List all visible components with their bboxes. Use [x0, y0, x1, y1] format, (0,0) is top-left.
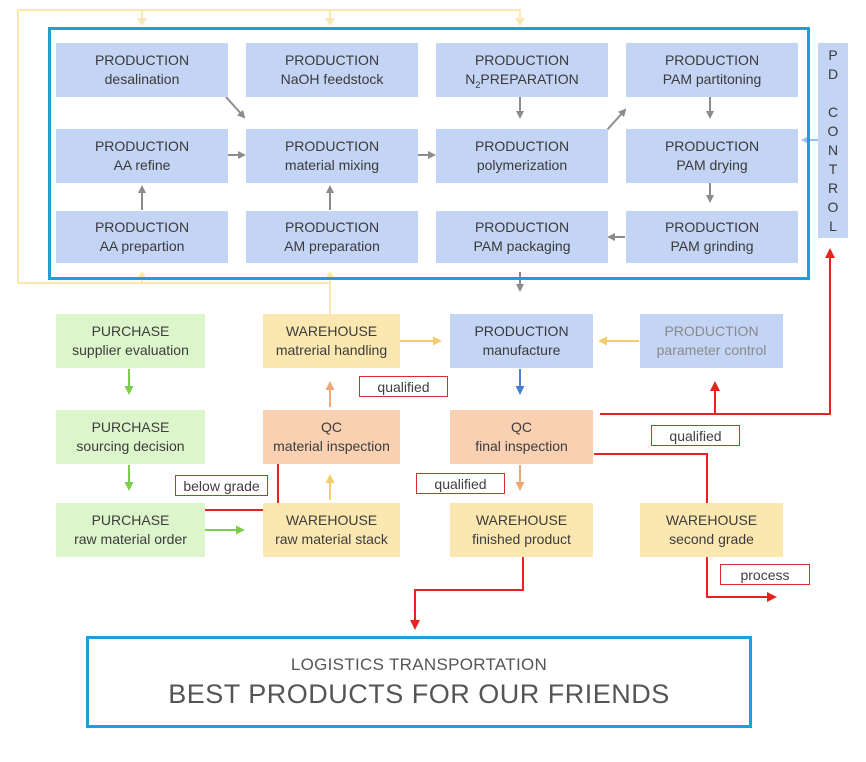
purchase-sourcing-decision[interactable]: PURCHASE sourcing decision	[56, 410, 205, 464]
production-polymerization[interactable]: PRODUCTION polymerization	[436, 129, 608, 183]
box-label: sourcing decision	[76, 438, 185, 454]
box-label: NaOH feedstock	[280, 71, 384, 87]
box-title: PRODUCTION	[474, 323, 569, 339]
box-title: PRODUCTION	[474, 52, 570, 68]
box-label: parameter control	[656, 342, 767, 358]
pd-letter: D	[827, 65, 839, 82]
box-title: PURCHASE	[91, 323, 170, 339]
box-title: PRODUCTION	[94, 219, 190, 235]
finished-to-logistics	[410, 556, 524, 630]
production-am-preparation[interactable]: PRODUCTION AM preparation	[246, 211, 418, 263]
box-label: polymerization	[476, 157, 568, 173]
production-frame	[48, 27, 810, 280]
box-title: WAREHOUSE	[285, 512, 378, 528]
production-naoh-feedstock[interactable]: PRODUCTION NaOH feedstock	[246, 43, 418, 97]
box-title: PRODUCTION	[284, 219, 380, 235]
qc-material-inspection[interactable]: QC material inspection	[263, 410, 400, 464]
pd-letter: C	[827, 103, 839, 120]
warehouse-finished-product[interactable]: WAREHOUSE finished product	[450, 503, 593, 557]
box-label: material mixing	[284, 157, 380, 173]
pd-control[interactable]: P D C O N T R O L	[818, 43, 848, 238]
box-label: desalination	[104, 71, 180, 87]
production-pam-grinding[interactable]: PRODUCTION PAM grinding	[626, 211, 798, 263]
box-title: QC	[511, 419, 532, 435]
pd-letter: R	[827, 179, 839, 196]
pd-letter	[831, 84, 835, 103]
pd-letter: P	[828, 46, 838, 63]
box-label: supplier evaluation	[72, 342, 189, 358]
purchase-supplier-evaluation[interactable]: PURCHASE supplier evaluation	[56, 314, 205, 368]
box-label: N2PREPARATION	[465, 71, 579, 90]
box-title: WAREHOUSE	[285, 323, 378, 339]
tag-process: process	[720, 564, 810, 585]
tag-below-grade: below grade	[175, 475, 268, 496]
box-label: raw material stack	[275, 531, 388, 547]
box-label: AA refine	[113, 157, 171, 173]
production-manufacture[interactable]: PRODUCTION manufacture	[450, 314, 593, 368]
logistics-title: BEST PRODUCTS FOR OUR FRIENDS	[168, 678, 670, 709]
box-label: raw material order	[74, 531, 187, 547]
logistics-box: LOGISTICS TRANSPORTATION BEST PRODUCTS F…	[86, 636, 752, 728]
production-desalination[interactable]: PRODUCTION desalination	[56, 43, 228, 97]
box-label: PAM packaging	[473, 238, 571, 254]
box-label: matrerial handling	[275, 342, 388, 358]
box-label: manufacture	[482, 342, 561, 358]
pd-letter: N	[827, 141, 839, 158]
tag-qualified-pd: qualified	[651, 425, 740, 446]
box-title: PURCHASE	[91, 419, 170, 435]
box-title: WAREHOUSE	[665, 512, 758, 528]
box-label: finished product	[472, 531, 571, 547]
box-label: PAM grinding	[670, 238, 754, 254]
pd-letter: T	[828, 160, 838, 177]
purchase-raw-material-order[interactable]: PURCHASE raw material order	[56, 503, 205, 557]
box-title: PRODUCTION	[94, 138, 190, 154]
feed-bottom-line	[18, 282, 331, 314]
tag-qualified-material: qualified	[359, 376, 448, 397]
purchase-arrows	[124, 369, 245, 535]
box-title: PRODUCTION	[664, 219, 760, 235]
box-title: PRODUCTION	[664, 323, 759, 339]
box-label: PAM partitoning	[662, 71, 762, 87]
box-title: PRODUCTION	[474, 138, 570, 154]
pd-letter: L	[829, 217, 837, 234]
box-label: final inspection	[475, 438, 568, 454]
final-to-pd-control	[600, 248, 835, 415]
box-title: PURCHASE	[91, 512, 170, 528]
qc-arrows	[325, 381, 525, 491]
warehouse-material-handling[interactable]: WAREHOUSE matrerial handling	[263, 314, 400, 368]
grid-arrows	[138, 96, 714, 292]
production-pam-drying[interactable]: PRODUCTION PAM drying	[626, 129, 798, 183]
production-pam-partitioning[interactable]: PRODUCTION PAM partitoning	[626, 43, 798, 97]
tag-qualified-final: qualified	[416, 473, 505, 494]
box-title: PRODUCTION	[284, 138, 380, 154]
logistics-subtitle: LOGISTICS TRANSPORTATION	[290, 654, 548, 674]
box-title: PRODUCTION	[664, 52, 760, 68]
production-aa-preparation[interactable]: PRODUCTION AA prepartion	[56, 211, 228, 263]
box-title: WAREHOUSE	[475, 512, 568, 528]
box-title: PRODUCTION	[664, 138, 760, 154]
warehouse-second-grade[interactable]: WAREHOUSE second grade	[640, 503, 783, 557]
production-aa-refine[interactable]: PRODUCTION AA refine	[56, 129, 228, 183]
production-material-mixing[interactable]: PRODUCTION material mixing	[246, 129, 418, 183]
box-title: QC	[321, 419, 342, 435]
box-label: material inspection	[273, 438, 390, 454]
feed-top-line	[17, 9, 521, 283]
production-pam-packaging[interactable]: PRODUCTION PAM packaging	[436, 211, 608, 263]
warehouse-arrows	[325, 336, 639, 500]
box-title: PRODUCTION	[284, 52, 380, 68]
box-label: PAM drying	[676, 157, 748, 173]
box-label: AM preparation	[284, 238, 380, 254]
pd-letter: O	[827, 122, 839, 139]
box-label: AA prepartion	[99, 238, 185, 254]
qc-final-inspection[interactable]: QC final inspection	[450, 410, 593, 464]
production-parameter-control[interactable]: PRODUCTION parameter control	[640, 314, 783, 368]
box-title: PRODUCTION	[474, 219, 570, 235]
warehouse-raw-material-stack[interactable]: WAREHOUSE raw material stack	[263, 503, 400, 557]
box-label: second grade	[669, 531, 754, 547]
production-n2-preparation[interactable]: PRODUCTION N2PREPARATION	[436, 43, 608, 97]
box-title: PRODUCTION	[94, 52, 190, 68]
pd-letter: O	[827, 198, 839, 215]
